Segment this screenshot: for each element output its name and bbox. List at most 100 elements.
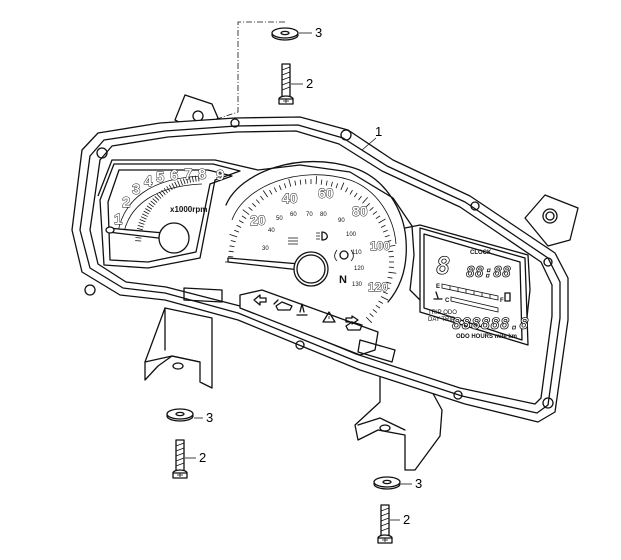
speedo-tick [288,178,292,187]
tach-tick [171,183,176,189]
tach-tick [138,222,145,225]
speedo-tick [260,195,264,201]
callout-3-top: 3 [315,25,322,40]
speedo-tick [335,183,339,189]
speedo-tick [252,203,257,208]
speedo-tick [229,245,235,248]
tach-tick [194,175,197,182]
tach-hub [158,222,190,254]
speedo-tick [384,286,390,290]
coolant-temp-icon [296,303,308,316]
speedo-inner-120: 120 [354,266,365,272]
fuel-pump-icon [504,292,511,302]
washer-top [271,27,299,41]
speedo-tick [386,281,392,284]
speedo-tick [387,276,393,279]
speedo-tick [349,189,353,195]
hazard-triangle-icon [322,311,336,323]
tach-tick [185,177,189,184]
tach-tick [146,205,153,210]
speedo-tick [369,313,374,318]
speedo-tick [354,192,358,198]
speedo-tick [382,229,388,233]
speedo-tick [372,211,378,215]
tach-tick [168,184,173,191]
speedometer: 20 40 60 80 100 120 30 40 50 60 70 80 90… [225,160,407,324]
tach-tick [137,225,144,228]
speedo-80: 80 [352,203,368,219]
callout-3-right: 3 [415,476,422,491]
speedo-tick [238,220,244,224]
tach-tick [158,191,164,197]
speedo-tick [372,309,378,313]
engine-oil-icon [345,321,363,331]
speedo-60: 60 [318,185,334,201]
speedo-tick [255,199,260,204]
tach-tick [135,237,142,239]
lcd-trip-labels2: DAY TRIP [428,317,455,323]
lcd-fuel-e: E [436,284,440,290]
tach-tick [143,210,150,215]
washer-bottom-right [373,476,401,490]
speedo-tick [229,233,238,238]
tach-2: 2 [122,194,130,211]
callout-1: 1 [375,124,382,139]
screw-top [278,63,294,105]
tach-tick [140,216,147,220]
lcd-fuel-f: F [500,298,504,304]
tach-tick [148,203,154,208]
fuel-gauge-bar [441,283,499,301]
speedo-tick [365,316,373,324]
lcd-trip-labels: TRIP ODO [428,310,457,316]
speedo-tick [294,180,297,186]
tach-3: 3 [132,181,140,198]
speedo-tick [375,305,381,309]
tach-tick [150,200,156,206]
lcd-temp-c: C [445,298,450,304]
tach-tick [182,178,186,185]
speedo-tick [380,224,386,228]
tach-tick [191,176,194,183]
tach-tick [142,213,148,217]
speedo-tick [380,296,389,301]
screw-bottom-left [172,439,188,479]
speedo-tick [262,190,268,198]
speedo-tick [283,183,287,189]
tach-unit: x1000rpm [170,205,207,214]
speedo-tick [236,224,242,228]
tach-tick [136,228,143,231]
turn-left-icon [253,294,267,306]
speedo-tick [387,244,396,248]
tach-tick [154,195,160,201]
turn-right-icon [345,315,359,325]
speedo-tick [358,195,362,201]
temp-icon [433,291,443,300]
neutral-indicator: N [339,274,347,286]
tach-tick [156,193,162,199]
callout-3-left: 3 [206,410,213,425]
tach-4: 4 [144,173,153,190]
speedo-inner-90: 90 [338,218,345,224]
tach-6: 6 [170,167,178,184]
speedo-inner-100: 100 [346,232,357,238]
speedo-tick [230,240,236,243]
washer-bottom-left [166,408,194,422]
tach-tick [139,219,146,223]
speedo-tick [382,291,388,295]
tach-tick [145,208,151,212]
lcd-display: 8 CLOCK 88:88 E F C TRIP ODO DAY TRIP 88… [419,227,529,346]
brake-warning-icon [334,249,354,262]
speedo-tick [378,300,384,304]
callout-2-left: 2 [199,450,206,465]
leader-line-top [207,21,285,123]
oil-pressure-icon [273,299,293,311]
tach-tick [152,198,158,203]
speedo-tick [248,206,253,211]
speedo-inner-60: 60 [290,212,297,218]
speedo-inner-130: 130 [352,282,363,288]
tach-tick [180,179,183,186]
callout-2-top: 2 [306,76,313,91]
speedo-100: 100 [370,239,390,253]
tach-tick [174,181,178,188]
tach-8: 8 [198,166,206,183]
